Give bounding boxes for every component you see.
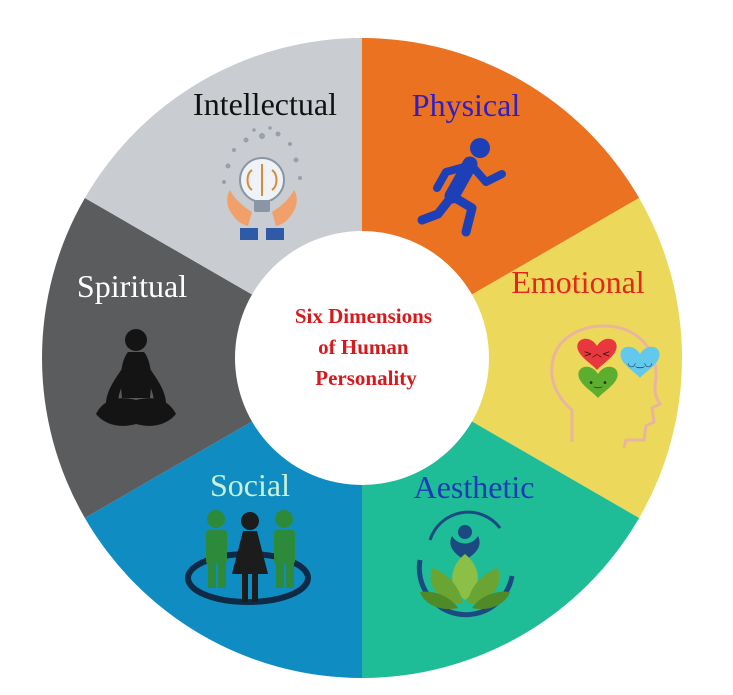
label-aesthetic: Aesthetic	[414, 469, 535, 505]
segment-spiritual	[42, 198, 254, 518]
head-with-hearts-icon: >︿< ◡‿◡ •‿•	[550, 324, 663, 449]
meditating-person-icon	[96, 329, 176, 426]
segment-physical	[362, 38, 640, 296]
svg-text:>︿<: >︿<	[584, 349, 611, 360]
group-of-people-icon	[185, 510, 311, 605]
center-title-line-2: of Human	[318, 335, 409, 359]
svg-text:◡‿◡: ◡‿◡	[627, 358, 653, 369]
running-person-icon	[417, 138, 506, 237]
center-title-line-1: Six Dimensions	[295, 304, 432, 328]
lightbulb-brain-hands-icon	[222, 126, 302, 240]
label-physical: Physical	[412, 87, 521, 123]
center-circle	[235, 231, 489, 485]
label-social: Social	[210, 467, 290, 503]
segment-emotional	[470, 198, 682, 518]
center-title: Six Dimensions of Human Personality	[295, 304, 437, 390]
lotus-leaves-icon	[416, 510, 515, 618]
segment-aesthetic	[362, 420, 640, 678]
label-intellectual: Intellectual	[193, 86, 337, 122]
label-spiritual: Spiritual	[77, 268, 187, 304]
svg-text:•‿•: •‿•	[588, 378, 608, 389]
label-emotional: Emotional	[511, 264, 644, 300]
segment-intellectual	[84, 38, 362, 296]
center-title-line-3: Personality	[315, 366, 417, 390]
